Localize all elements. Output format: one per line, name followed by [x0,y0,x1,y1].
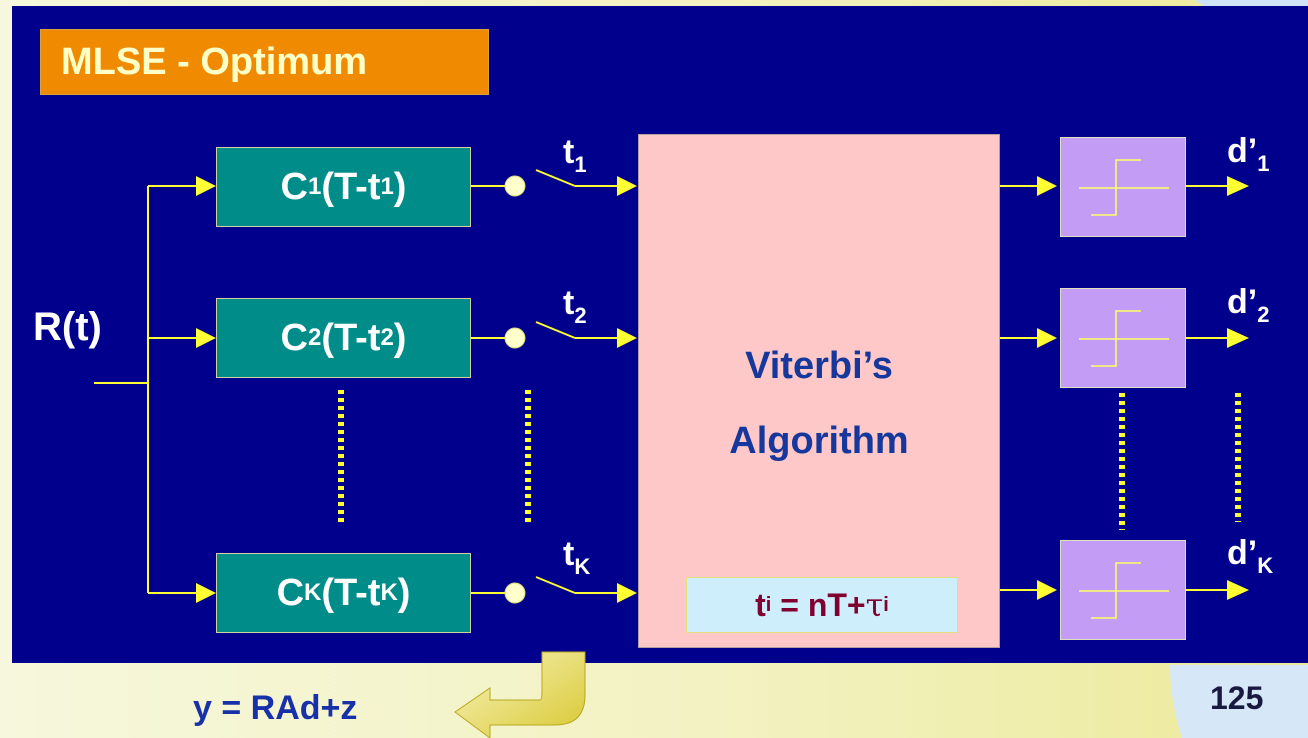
decision-box-1 [1060,137,1186,237]
title-text: MLSE - Optimum [61,40,368,83]
viterbi-block [638,134,1000,648]
sampler-node [504,582,526,604]
sampler-node [504,175,526,197]
output-label-2: d’2 [1227,283,1270,327]
input-label: R(t) [33,305,102,349]
matrix-equation: y = RAd+z [193,689,358,727]
step-function-icon [1079,159,1169,216]
step-function-icon [1079,562,1169,619]
sampler-node [504,327,526,349]
decision-box-k [1060,540,1186,640]
title-box: MLSE - Optimum [40,29,489,95]
page-tab [1170,665,1308,738]
output-label-1: d’1 [1227,132,1270,176]
curved-arrow-icon [454,651,586,738]
decision-box-2 [1060,288,1186,388]
output-label-k: d’K [1227,534,1274,578]
step-function-icon [1079,310,1169,367]
viterbi-line-1: Viterbi’s [745,345,893,387]
viterbi-line-2: Algorithm [729,420,909,462]
page-number: 125 [1210,680,1264,716]
sampler-label-1: t1 [563,133,587,177]
sampler-label-k: tK [563,535,591,579]
sampler-label-2: t2 [563,284,587,328]
